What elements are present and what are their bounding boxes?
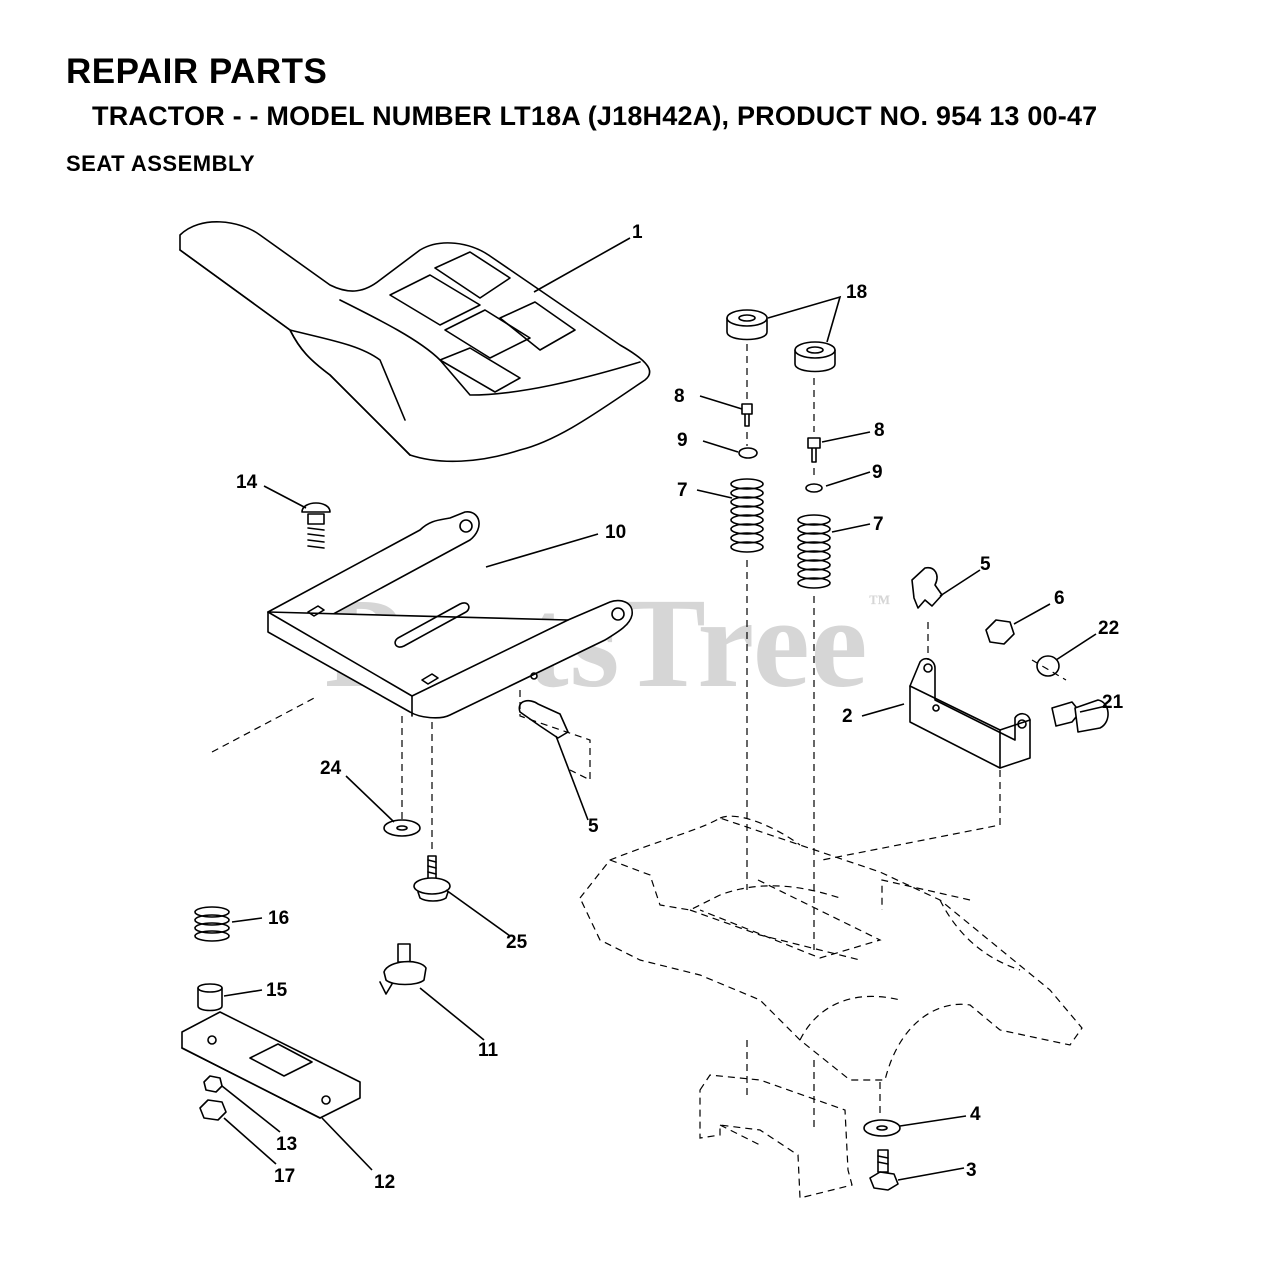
callout-18: 18 bbox=[846, 282, 867, 303]
spring-part-2[interactable] bbox=[797, 514, 831, 589]
callout-9-right: 9 bbox=[872, 462, 883, 483]
callout-6: 6 bbox=[1054, 588, 1065, 609]
washer-part-4[interactable] bbox=[863, 1119, 901, 1137]
callout-21: 21 bbox=[1102, 692, 1124, 713]
callout-12: 12 bbox=[374, 1172, 395, 1193]
callout-8: 8 bbox=[674, 386, 685, 407]
knob-part[interactable] bbox=[911, 566, 943, 609]
callout-22: 22 bbox=[1098, 618, 1119, 639]
bumper-part[interactable] bbox=[726, 309, 768, 341]
callout-8-right: 8 bbox=[874, 420, 885, 441]
callout-3: 3 bbox=[966, 1160, 977, 1181]
callout-4: 4 bbox=[970, 1104, 981, 1125]
seat-bracket-part[interactable] bbox=[909, 657, 1031, 769]
callout-14: 14 bbox=[236, 472, 258, 493]
hex-bolt-part[interactable] bbox=[869, 1149, 899, 1191]
washer-part[interactable] bbox=[738, 447, 758, 459]
leader-lines bbox=[221, 237, 1107, 1181]
knob-part-2[interactable] bbox=[518, 699, 569, 739]
callout-16: 16 bbox=[268, 908, 289, 929]
callout-5-lower: 5 bbox=[588, 816, 599, 837]
spring-part-3[interactable] bbox=[194, 906, 230, 942]
callout-15: 15 bbox=[266, 980, 288, 1001]
callout-17: 17 bbox=[274, 1166, 295, 1187]
callout-25: 25 bbox=[506, 932, 528, 953]
washer-part-3[interactable] bbox=[383, 819, 421, 837]
callout-labels: 1 18 8 8 9 9 7 7 14 10 5 6 22 2 21 24 5 … bbox=[236, 222, 1124, 1193]
callout-24: 24 bbox=[320, 758, 342, 779]
nut-part-2[interactable] bbox=[203, 1075, 223, 1093]
page-subtitle: TRACTOR - - MODEL NUMBER LT18A (J18H42A)… bbox=[92, 101, 1098, 131]
bolt-part-2[interactable] bbox=[807, 437, 821, 463]
section-title: SEAT ASSEMBLY bbox=[66, 151, 256, 176]
callout-10: 10 bbox=[605, 522, 626, 543]
seat-part[interactable] bbox=[179, 221, 651, 463]
spring-part[interactable] bbox=[730, 478, 764, 553]
page-title: REPAIR PARTS bbox=[66, 52, 328, 91]
slide-rail-part[interactable] bbox=[181, 1011, 361, 1119]
carriage-bolt-part[interactable] bbox=[301, 502, 331, 549]
locknut-part[interactable] bbox=[1036, 655, 1060, 677]
knob-bolt-part[interactable] bbox=[1051, 699, 1109, 733]
callout-2: 2 bbox=[842, 706, 853, 727]
callout-7: 7 bbox=[677, 480, 688, 501]
bolt-part[interactable] bbox=[741, 403, 753, 427]
seat-pan-part[interactable] bbox=[267, 511, 633, 719]
adjustment-knob-part[interactable] bbox=[379, 943, 427, 995]
callout-5: 5 bbox=[980, 554, 991, 575]
tractor-frame-reference bbox=[211, 344, 1083, 1199]
callout-11: 11 bbox=[478, 1040, 499, 1061]
washer-part-2[interactable] bbox=[805, 483, 823, 493]
nut-part[interactable] bbox=[985, 619, 1015, 645]
callout-1: 1 bbox=[632, 222, 643, 243]
flange-nut-part[interactable] bbox=[199, 1099, 227, 1121]
callout-9: 9 bbox=[677, 430, 688, 451]
shoulder-bolt-part[interactable] bbox=[413, 855, 451, 902]
spacer-part[interactable] bbox=[197, 983, 223, 1012]
bumper-part-2[interactable] bbox=[794, 341, 836, 373]
watermark-trademark: ™ bbox=[868, 590, 892, 615]
callout-7-right: 7 bbox=[873, 514, 884, 535]
callout-13: 13 bbox=[276, 1134, 297, 1155]
